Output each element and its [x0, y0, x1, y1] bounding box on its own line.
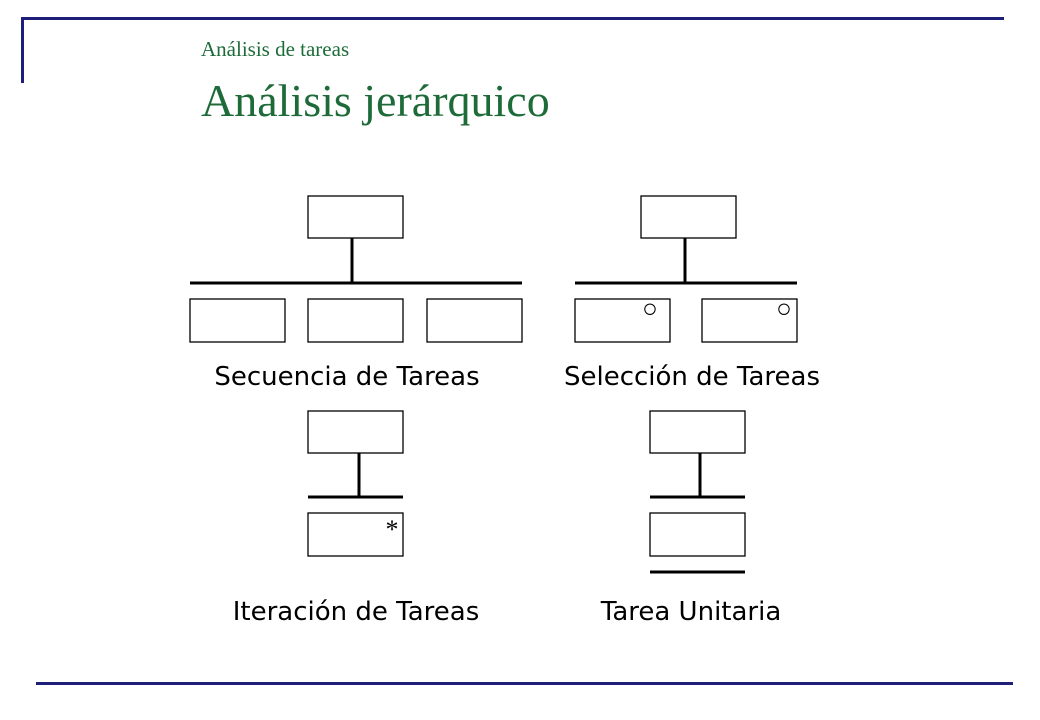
unit-caption: Tarea Unitaria: [600, 597, 782, 627]
frame-top-bar: [21, 17, 1004, 20]
slide-title: Análisis jerárquico: [201, 75, 550, 126]
sequence-subtask-3: [426, 298, 523, 343]
frame-left-bar: [21, 17, 24, 83]
selection-subtask-2: [701, 298, 798, 343]
iteration-caption: Iteración de Tareas: [233, 597, 480, 627]
slide-subtitle: Análisis de tareas: [201, 37, 350, 61]
iteration-marker: *: [386, 515, 399, 544]
selection-marker-1: ○: [642, 294, 658, 323]
iteration-parent-task: [307, 410, 404, 454]
selection-diagram: [574, 195, 798, 343]
unit-parent-task: [649, 410, 746, 454]
selection-subtask-1: [574, 298, 671, 343]
selection-parent-task: [640, 195, 737, 239]
selection-marker-2: ○: [776, 294, 792, 323]
sequence-caption: Secuencia de Tareas: [214, 362, 479, 392]
unit-diagram: [649, 410, 746, 574]
frame-bottom-bar: [36, 682, 1013, 685]
sequence-parent-task: [307, 195, 404, 239]
unit-subtask: [649, 512, 746, 557]
sequence-diagram: [189, 195, 523, 343]
selection-caption: Selección de Tareas: [564, 362, 820, 392]
iteration-diagram: [307, 410, 404, 557]
sequence-subtask-1: [189, 298, 286, 343]
sequence-subtask-2: [307, 298, 404, 343]
iteration-subtask: [307, 512, 404, 557]
